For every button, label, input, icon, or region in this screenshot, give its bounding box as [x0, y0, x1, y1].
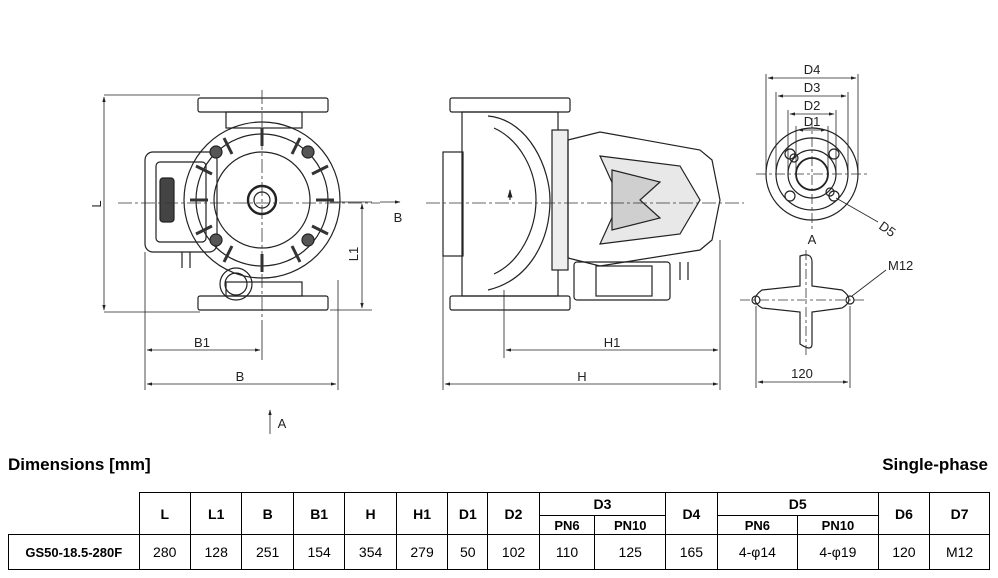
dim-label-D5: D5: [876, 218, 898, 240]
cell-H1: 279: [395, 534, 449, 570]
dimensions-table: L L1 B B1 H H1 D1 D2 D3 D4 D5 D6 D7 PN6 …: [8, 492, 990, 570]
dim-label-D1: D1: [804, 114, 821, 129]
cell-L1: 128: [189, 534, 243, 570]
foot-plate-dimensions: [755, 269, 887, 388]
cell-D3-PN6: 110: [538, 534, 596, 570]
table-subheader-row: PN6 PN10 PN6 PN10: [9, 515, 990, 535]
dim-label-D4: D4: [804, 62, 821, 77]
technical-drawing: L L1 B1 B B A H1 H: [89, 62, 913, 434]
dim-label-B1: B1: [194, 335, 210, 350]
foot-plate-centerlines: [740, 250, 866, 356]
header-D4: D4: [665, 492, 718, 535]
dim-label-120: 120: [791, 366, 813, 381]
header-D7: D7: [929, 492, 990, 535]
cell-D1: 50: [447, 534, 489, 570]
foot-plate-view: [751, 254, 855, 349]
view-arrow-label-B: B: [394, 210, 403, 225]
dim-label-H1: H1: [604, 335, 621, 350]
dim-label-L: L: [89, 200, 104, 207]
view-label-A: A: [808, 232, 817, 247]
side-view-dimensions: [442, 240, 721, 390]
header-D3: D3: [538, 492, 667, 516]
header-D1: D1: [447, 492, 489, 535]
cell-B: 251: [241, 534, 294, 570]
header-D3-PN10: PN10: [594, 515, 667, 535]
cell-B1: 154: [292, 534, 346, 570]
dim-label-L1: L1: [346, 247, 361, 261]
cell-L: 280: [138, 534, 191, 570]
cell-H: 354: [344, 534, 397, 570]
label-M12: M12: [888, 258, 913, 273]
cell-D5-PN6: 4-φ14: [716, 534, 799, 570]
flange-view-centerlines: [756, 118, 868, 230]
header-H1: H1: [395, 492, 449, 535]
cell-D3-PN10: 125: [594, 534, 667, 570]
header-L1: L1: [189, 492, 243, 535]
header-D3-PN6: PN6: [538, 515, 596, 535]
dim-label-H: H: [577, 369, 586, 384]
front-view-dimensions: [102, 94, 401, 434]
cell-model: GS50-18.5-280F: [8, 534, 140, 570]
dim-label-B: B: [236, 369, 245, 384]
side-view: [442, 97, 721, 311]
section-title: Dimensions [mm]: [8, 455, 151, 474]
header-D5-PN10: PN10: [797, 515, 879, 535]
table-header-row: L L1 B B1 H H1 D1 D2 D3 D4 D5 D6 D7: [8, 492, 990, 535]
phase-label: Single-phase: [882, 455, 988, 474]
dim-label-D3: D3: [804, 80, 821, 95]
table-row: GS50-18.5-280F 280 128 251 154 354 279 5…: [8, 534, 990, 570]
table-corner-cell: [8, 492, 140, 535]
header-B: B: [241, 492, 294, 535]
cell-D5-PN10: 4-φ19: [797, 534, 879, 570]
view-arrow-label-A: A: [278, 416, 287, 431]
header-B1: B1: [292, 492, 346, 535]
cell-D7: M12: [929, 534, 990, 570]
front-view-centerlines: [118, 90, 380, 320]
cell-D4: 165: [665, 534, 718, 570]
header-L: L: [138, 492, 191, 535]
header-D5: D5: [716, 492, 879, 516]
cell-D2: 102: [487, 534, 540, 570]
front-view: [144, 97, 341, 311]
cell-D6: 120: [877, 534, 931, 570]
header-D2: D2: [487, 492, 540, 535]
dim-label-D2: D2: [804, 98, 821, 113]
flange-view-dimensions: [765, 74, 879, 223]
header-D5-PN6: PN6: [716, 515, 799, 535]
header-D6: D6: [877, 492, 931, 535]
header-H: H: [344, 492, 397, 535]
